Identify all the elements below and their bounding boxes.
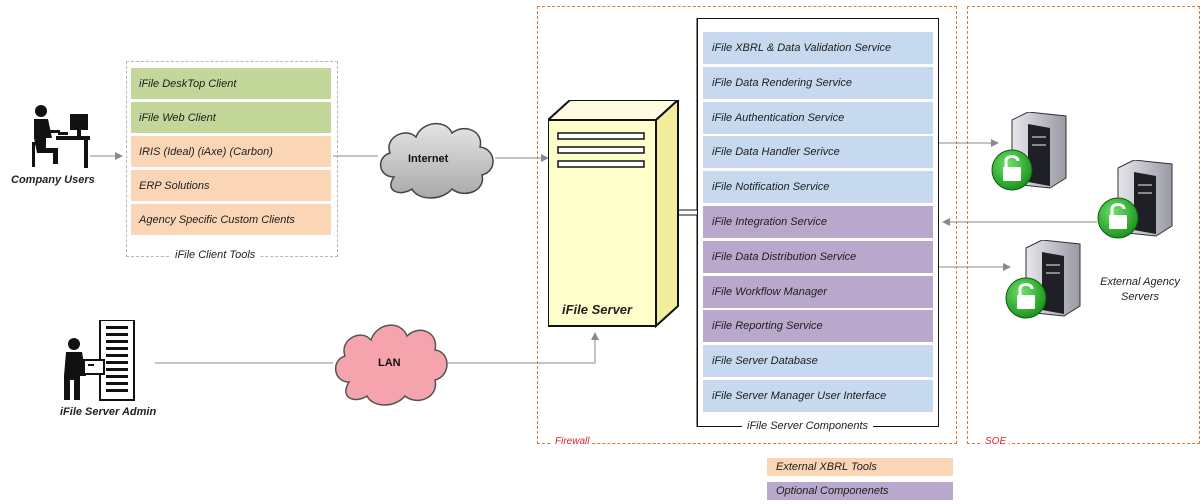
company-users-label: Company Users [11,174,95,186]
legend-optional-components: Optional Componenets [767,482,953,500]
client-tool-item: IRIS (Ideal) (iAxe) (Carbon) [131,136,331,167]
server-component-item: iFile Authentication Service [703,102,933,134]
server-component-item: iFile Server Database [703,345,933,377]
client-tool-item: iFile Web Client [131,102,331,133]
soe-label: SOE [982,436,1010,447]
server-component-item: iFile Data Handler Serivce [703,136,933,168]
server-component-item: iFile Workflow Manager [703,276,933,308]
external-server-lock-icon [1005,240,1081,319]
server-admin-label: iFile Server Admin [60,406,157,418]
firewall-label: Firewall [552,436,593,447]
server-component-item: iFile Server Manager User Interface [703,380,933,412]
legend-external-xbrl: External XBRL Tools [767,458,953,476]
lan-to-server-arrow [448,332,599,364]
client-tool-item: ERP Solutions [131,170,331,201]
internet-cloud-icon [380,123,494,199]
server-component-item: iFile Reporting Service [703,310,933,342]
firewall-zone [537,6,957,444]
ifile-server-label: iFile Server [562,302,633,317]
client-tool-item: Agency Specific Custom Clients [131,204,331,235]
server-tower-icon [548,100,680,329]
server-component-item: iFile XBRL & Data Validation Service [703,32,933,64]
client-tool-item: iFile DeskTop Client [131,68,331,99]
external-server-lock-icon [1097,160,1173,239]
server-component-item: iFile Data Distribution Service [703,241,933,273]
components-caption: iFile Server Components [742,420,874,432]
server-component-item: iFile Notification Service [703,171,933,203]
server-component-item: iFile Data Rendering Service [703,67,933,99]
admin-server-rack-icon [64,320,135,401]
external-servers-label: External Agency Servers [1100,276,1180,303]
lan-label: LAN [378,357,401,369]
soe-zone [967,6,1200,444]
internet-label: Internet [408,153,449,165]
external-server-lock-icon [991,112,1067,191]
client-tools-caption: iFile Client Tools [170,249,261,261]
server-component-item: iFile Integration Service [703,206,933,238]
person-at-desk-icon [32,105,90,168]
lan-cloud-icon [335,324,448,406]
